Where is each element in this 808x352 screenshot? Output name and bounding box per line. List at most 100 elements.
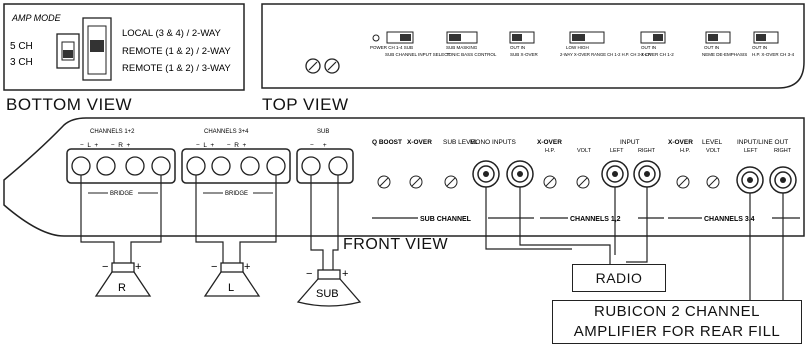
terminal-ch2-pos (151, 156, 171, 176)
speaker-wires (80, 175, 339, 270)
rubicon-line-1: RUBICON 2 CHANNEL (593, 303, 761, 320)
bottom-view-panel: AMP MODE 5 CH 3 CH LOCAL (3 & 4) / 2-WAY… (3, 3, 245, 91)
power-led (372, 34, 380, 42)
ch12-volt-knob (576, 175, 590, 189)
ch34-hp-label: H.P. (680, 148, 690, 154)
ch34-volt-label: VOLT (706, 148, 721, 154)
terminal-sub-pos (328, 156, 348, 176)
top-switch-7-top: OUT IN (752, 45, 767, 50)
top-switch-6: OUT IN NEME DE-EMPHASIS (702, 31, 747, 57)
ch12-volt-label: VOLT (577, 148, 592, 154)
top-switch-5-top: OUT IN (641, 45, 656, 50)
sub-block (296, 148, 354, 184)
amp-mode-title: AMP MODE (11, 13, 62, 23)
rca-wires (485, 187, 784, 300)
top-switch-7: OUT IN H.P. X-OVER CH 3-4 (752, 31, 795, 57)
ch5-label: 5 CH (10, 41, 33, 52)
ch12-xover-knob (543, 175, 557, 189)
terminal-ch4-pos (266, 156, 286, 176)
top-switch-3: OUT IN SUB X-OVER (509, 31, 539, 57)
speaker-r-label: R (118, 282, 126, 294)
speaker-r-neg-sign: − (102, 261, 108, 273)
sub-xover-label: X-OVER (407, 139, 432, 146)
terminal-ch3-pos (211, 156, 231, 176)
bridge-label-34: BRIDGE (225, 191, 248, 197)
ch12-left-jack (601, 160, 629, 188)
terminal-ch4-neg (240, 156, 260, 176)
ch34-left-label: LEFT (744, 148, 758, 154)
q-boost-knob (377, 175, 391, 189)
sub-level-knob (444, 175, 458, 189)
mono-inputs-label: MONO INPUTS (470, 139, 517, 146)
top-switch-2-bottom: TONIC BASS CONTROL (446, 52, 497, 57)
top-view-outline (261, 3, 805, 89)
sub-xover-knob (409, 175, 423, 189)
channels-12-label: CHANNELS 1+2 (90, 129, 135, 135)
ch12-group-label: CHANNELS 1,2 (570, 216, 621, 223)
ch12-left-label: LEFT (610, 148, 624, 154)
ch-mode-switch (56, 33, 80, 69)
top-switch-1-bottom: SUB CHANNEL INPUT SELECT (385, 52, 451, 57)
front-view-caption: FRONT VIEW (343, 236, 449, 253)
amp-mode-switch-knob (90, 40, 104, 52)
top-switch-4: LOW HIGH 2-WAY X-OVER RANGE CH 1-2 H.P. … (560, 31, 652, 57)
sub-channel-group-label: SUB CHANNEL (420, 216, 472, 223)
ch12-right-jack (633, 160, 661, 188)
ch34-xover-knob (676, 175, 690, 189)
ch34-left-jack (736, 166, 764, 194)
channels-12-block (66, 148, 176, 184)
top-switch-5: OUT IN X-OVER CH 1-2 (640, 31, 674, 57)
speaker-l-pos-sign: + (244, 261, 250, 273)
amp-mode-switch (82, 17, 112, 81)
top-knob-2 (324, 58, 340, 74)
ch12-input-label: INPUT (620, 139, 640, 146)
q-boost-label: Q BOOST (372, 139, 402, 146)
bottom-view-caption: BOTTOM VIEW (6, 95, 133, 114)
channels-34-block (181, 148, 291, 184)
rubicon-amplifier-box: RUBICON 2 CHANNEL AMPLIFIER FOR REAR FIL… (552, 300, 802, 344)
terminal-ch3-neg (186, 156, 206, 176)
front-view-outline (3, 117, 805, 237)
channels-34-label: CHANNELS 3+4 (204, 129, 249, 135)
speaker-r-pos-sign: + (135, 261, 141, 273)
top-switch-3-bottom: SUB X-OVER (510, 52, 539, 57)
top-switch-1-top: POWER CH 1-4 SUB (370, 45, 413, 50)
top-switch-6-bottom: NEME DE-EMPHASIS (702, 52, 747, 57)
top-switch-2: SUB MASKING TONIC BASS CONTROL (446, 31, 497, 57)
speaker-sub: − + SUB (296, 268, 362, 307)
speaker-sub-label: SUB (316, 288, 339, 300)
ch-mode-switch-knob (63, 50, 73, 58)
amp-mode-option-3: REMOTE (1 & 2) / 3-WAY (122, 63, 231, 74)
ch34-xover-label: X-OVER (668, 139, 693, 146)
mono-input-1-jack (472, 160, 500, 188)
speaker-l-neg-sign: − (211, 261, 217, 273)
top-switch-4-bottom: 2-WAY X-OVER RANGE CH 1-2 H.P. CH 3-4 L.… (560, 52, 652, 57)
ch34-level-label: LEVEL (702, 139, 723, 146)
ch12-hp-label: H.P. (545, 148, 555, 154)
front-view-panel: CHANNELS 1+2 − L + − R + BRIDGE CHANNELS… (3, 117, 805, 237)
amp-mode-option-1: LOCAL (3 & 4) / 2-WAY (122, 28, 222, 39)
terminal-sub-neg (301, 156, 321, 176)
top-switch-6-top: OUT IN (704, 45, 719, 50)
radio-box: RADIO (572, 264, 666, 292)
terminal-ch2-neg (125, 156, 145, 176)
bridge-label-12: BRIDGE (110, 191, 133, 197)
ch3-label: 3 CH (10, 57, 33, 68)
speaker-l-label: L (228, 282, 234, 294)
ch12-xover-label: X-OVER (537, 139, 562, 146)
ch34-right-label: RIGHT (774, 148, 792, 154)
speaker-l: − + L (203, 261, 261, 297)
top-switch-5-bottom: X-OVER CH 1-2 (641, 52, 674, 57)
speaker-sub-neg-sign: − (306, 268, 312, 280)
amp-mode-option-2: REMOTE (1 & 2) / 2-WAY (122, 46, 231, 57)
ch34-group-label: CHANNELS 3,4 (704, 216, 755, 223)
svg-text:− +: − + (310, 142, 327, 149)
top-switch-4-top: LOW HIGH (566, 45, 589, 50)
ch34-right-jack (769, 166, 797, 194)
terminal-ch1-neg (71, 156, 91, 176)
speaker-r: − + R (94, 261, 152, 297)
rubicon-line-2: AMPLIFIER FOR REAR FILL (573, 323, 781, 340)
svg-text:− L + − R +: − L + − R + (80, 142, 131, 149)
